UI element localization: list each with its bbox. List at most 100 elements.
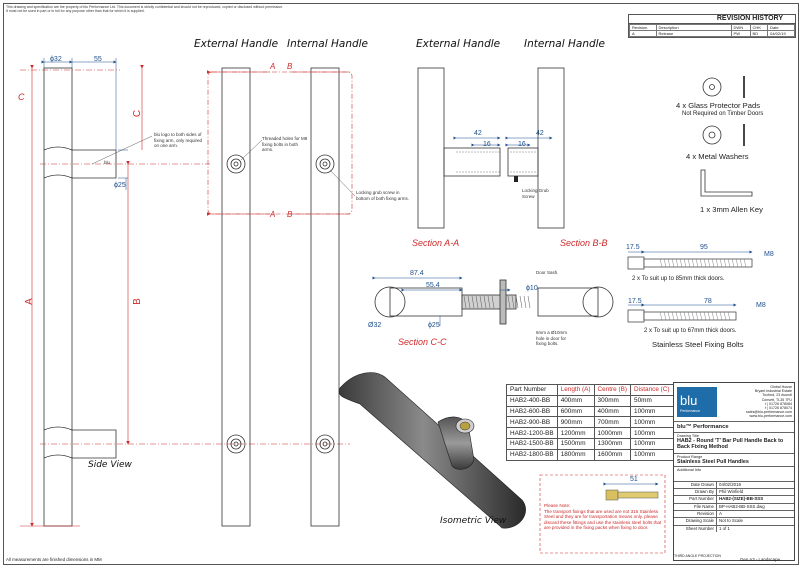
blu-logo-note: blu logo to both sides of fixing arm, on… — [154, 132, 203, 148]
field-label: Revision — [674, 511, 717, 518]
accessory-pads-title: 4 x Glass Protector Pads — [676, 101, 760, 110]
projection-label: THIRD ANGLE PROJECTION — [674, 554, 721, 558]
section-b-label: Section B-B — [560, 238, 608, 248]
logo-text: blu — [680, 393, 698, 408]
dim-m8-b: M8 — [756, 302, 766, 309]
table-cell: HAB2-900-BB — [506, 416, 558, 429]
isometric-art — [338, 372, 526, 529]
field-value: 04/02/2019 — [719, 481, 741, 487]
table-cell: 1000mm — [593, 427, 632, 439]
contact-line: sales@blu-performance.com — [746, 410, 792, 415]
drawing-title: HAB2 - Round 'T' Bar Pull Handle Back to… — [674, 438, 794, 454]
disclaimer: This drawing and specification are the p… — [6, 5, 336, 13]
table-header: Length (A) — [556, 384, 595, 396]
dim-55: 55 — [94, 56, 102, 63]
address-line: Consett, TL35 7FU — [761, 397, 792, 402]
disclaimer-line: This drawing and specification are the p… — [6, 5, 284, 9]
parts-table-header: Part Number Length (A) Centre (B) Distan… — [506, 384, 674, 396]
title-block: blu Performance Global House Bryant Indu… — [673, 382, 795, 561]
table-cell: 400mm — [593, 405, 632, 418]
revision-history: REVISION HISTORY Revision Description DW… — [628, 14, 796, 38]
please-note: Please Note: The transport fixings that … — [544, 503, 662, 531]
footer-left: All measurements are finished dimensions… — [6, 557, 102, 562]
field-label: Drawn By — [674, 489, 717, 496]
field-label: Sheet Number — [674, 525, 717, 532]
heading-external-handle-left: External Handle — [194, 38, 279, 50]
dim-55-4: 55.4 — [426, 282, 440, 289]
section-c-label: Section C-C — [398, 337, 447, 347]
table-cell: HAB2-1200-BB — [506, 427, 558, 439]
hole-note: 6mm a Ø10mm hole in door for fixing bolt… — [536, 330, 568, 346]
table-cell: 1200mm — [556, 427, 595, 439]
field-label: Date Drawn — [674, 481, 717, 489]
table-cell: 700mm — [593, 416, 632, 429]
section-mark-c-right: C — [132, 109, 144, 118]
section-mark-c-left: C — [18, 92, 25, 102]
additional-info-label: Additional Info — [677, 467, 702, 472]
table-cell: 1500mm — [556, 437, 595, 450]
field-value: A — [719, 511, 722, 516]
dim-16-a: 16 — [483, 141, 491, 148]
section-mark-a-bottom: A — [270, 210, 276, 219]
table-cell: 1600mm — [593, 448, 632, 461]
field-value: HAB2-(SIZE)-BB-SSS — [719, 496, 764, 502]
product-range: Stainless Steel Pull Handles — [674, 459, 794, 467]
table-cell: HAB2-1500-BB — [506, 437, 558, 450]
revision-title: REVISION HISTORY — [629, 15, 795, 24]
footer-right: Gen A3 - Landscape — [740, 557, 781, 562]
section-mark-b-bottom: B — [287, 210, 293, 219]
heading-external-handle-right: External Handle — [416, 38, 501, 50]
accessory-allen-key-title: 1 x 3mm Allen Key — [700, 205, 763, 214]
address-line: Tuxford, 23 Avondl — [762, 393, 792, 398]
transport-screw-art — [603, 482, 659, 501]
revision-cell: 04/02/19 — [767, 30, 795, 37]
table-cell: 100mm — [630, 427, 674, 439]
dim-m8-a: M8 — [764, 251, 774, 258]
logo-sub: Performance — [680, 409, 701, 413]
field-value: BP-HAB2-BB-SSS.dwg — [719, 503, 765, 509]
revision-cell: PW — [730, 30, 751, 37]
table-cell: 600mm — [556, 405, 595, 418]
table-cell: 50mm — [630, 394, 674, 407]
door-sash-note: Door Sash. — [536, 270, 559, 275]
address-line: Global House — [770, 385, 792, 389]
table-cell: HAB2-400-BB — [506, 394, 558, 407]
table-cell: 100mm — [630, 405, 674, 418]
table-cell: 1300mm — [593, 437, 632, 450]
dim-32: ϕ32 — [50, 56, 62, 63]
accessories-art — [700, 76, 753, 197]
heading-internal-handle-right: Internal Handle — [524, 38, 606, 50]
table-cell: 100mm — [630, 448, 674, 461]
field-value: 1 of 1 — [719, 525, 730, 531]
dim-17-5-b: 17.5 — [628, 298, 642, 305]
dim-51: 51 — [630, 476, 638, 483]
drawing-sheet — [3, 3, 799, 565]
bolt-note-85: 2 x To suit up to 85mm thick doors. — [632, 276, 725, 282]
product-range-label: Product Range — [677, 454, 703, 459]
table-header: Distance (C) — [630, 384, 674, 396]
blu-mark: blu — [104, 160, 111, 165]
field-label: Drawing Scale — [674, 518, 717, 525]
dim-32-c: Ø32 — [368, 322, 382, 329]
section-mark-a-top: A — [270, 62, 276, 71]
bolts-title: Stainless Steel Fixing Bolts — [652, 340, 744, 349]
section-mark-b-top: B — [287, 62, 293, 71]
dim-16-b: 16 — [518, 141, 526, 148]
isometric-view-label: Isometric View — [440, 516, 507, 526]
table-cell: 1800mm — [556, 448, 595, 461]
dim-42-b: 42 — [536, 130, 544, 137]
contact-line: t | 01726 878084 — [765, 401, 792, 406]
table-header: Part Number — [506, 384, 558, 396]
accessory-washers-title: 4 x Metal Washers — [686, 152, 749, 161]
drawing-title-label: Drawing Title — [677, 434, 699, 438]
table-header: Centre (B) — [593, 384, 632, 396]
table-cell: 900mm — [556, 416, 595, 429]
disclaimer-line: It must not be used in part or in full f… — [6, 9, 145, 13]
brand: blu™ Performance — [674, 422, 794, 433]
